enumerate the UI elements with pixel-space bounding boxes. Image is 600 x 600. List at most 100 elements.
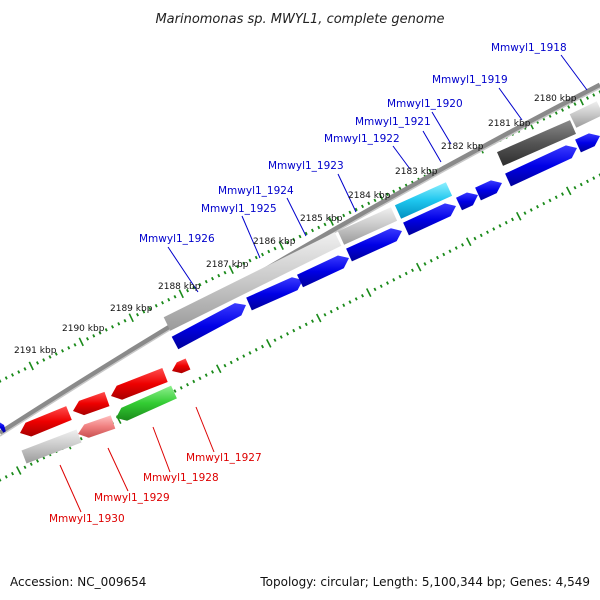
ruler-major-tick bbox=[128, 313, 134, 323]
ruler-minor-tick bbox=[29, 462, 33, 466]
ruler-minor-tick bbox=[286, 240, 289, 245]
feature-blue-1925 bbox=[246, 277, 303, 311]
gene-label-1929: Mmwyl1_1929 bbox=[94, 492, 170, 504]
ruler-minor-tick bbox=[236, 357, 239, 362]
ruler-minor-tick bbox=[336, 216, 339, 221]
ruler-minor-tick bbox=[198, 376, 202, 381]
ruler-minor-tick bbox=[392, 189, 396, 194]
topology-text: Topology: circular; Length: 5,100,344 bp… bbox=[259, 575, 590, 589]
ruler-minor-tick bbox=[254, 348, 258, 352]
ruler-major-tick bbox=[465, 237, 472, 247]
ruler-minor-tick bbox=[342, 303, 346, 307]
leader-1925 bbox=[241, 215, 261, 259]
leader-1926 bbox=[167, 246, 199, 293]
ruler-minor-tick bbox=[311, 228, 314, 233]
ruler-minor-tick bbox=[348, 300, 352, 304]
ruler-minor-tick bbox=[198, 282, 202, 287]
ruler-minor-tick bbox=[567, 105, 571, 109]
ruler-minor-tick bbox=[11, 471, 14, 476]
ruler-minor-tick bbox=[473, 236, 477, 241]
ruler-major-tick bbox=[215, 364, 222, 374]
ruler-minor-tick bbox=[36, 459, 39, 463]
gene-label-1930: Mmwyl1_1930 bbox=[49, 513, 125, 525]
ruler-minor-tick bbox=[136, 312, 139, 317]
ruler-minor-tick bbox=[448, 249, 452, 254]
ruler-minor-tick bbox=[542, 201, 546, 206]
ruler-minor-tick bbox=[504, 220, 508, 225]
ruler-minor-tick bbox=[0, 379, 2, 383]
ruler-minor-tick bbox=[248, 351, 252, 355]
ruler-minor-tick bbox=[592, 93, 596, 97]
ruler-minor-tick bbox=[279, 335, 283, 339]
ruler-minor-tick bbox=[354, 297, 358, 301]
ruler-major-tick bbox=[278, 241, 284, 250]
ruler-minor-tick bbox=[511, 217, 514, 222]
ruler-minor-tick bbox=[211, 370, 214, 374]
ruler-minor-tick bbox=[186, 382, 189, 387]
ruler-major-tick bbox=[565, 186, 572, 196]
feature-blue-1923 bbox=[346, 228, 402, 262]
ruler-minor-tick bbox=[204, 373, 208, 377]
leader-1924 bbox=[286, 197, 307, 237]
ruler-major-tick bbox=[228, 265, 234, 275]
ruler-minor-tick bbox=[298, 234, 302, 239]
ruler-minor-tick bbox=[548, 198, 552, 203]
ruler-minor-tick bbox=[267, 249, 271, 254]
ruler-minor-tick bbox=[498, 224, 502, 228]
ruler-minor-tick bbox=[461, 243, 464, 247]
tick-label: 2188 kbp bbox=[158, 282, 201, 292]
gene-label-1927: Mmwyl1_1927 bbox=[186, 452, 262, 464]
ruler-minor-tick bbox=[111, 325, 114, 329]
gene-features bbox=[0, 101, 600, 464]
ruler-major-tick bbox=[365, 288, 372, 297]
ruler-minor-tick bbox=[479, 233, 483, 238]
ruler-minor-tick bbox=[4, 376, 8, 380]
ruler-major-tick bbox=[15, 466, 22, 475]
ruler-minor-tick bbox=[379, 284, 383, 288]
feature-blue-1920 bbox=[475, 180, 502, 201]
ruler-minor-tick bbox=[292, 237, 296, 242]
ruler-minor-tick bbox=[286, 332, 289, 336]
gene-label-1926: Mmwyl1_1926 bbox=[139, 233, 215, 245]
feature-blue-1926 bbox=[171, 303, 246, 350]
ruler-minor-tick bbox=[261, 252, 264, 257]
ruler-minor-tick bbox=[217, 273, 221, 278]
ruler-minor-tick bbox=[329, 309, 333, 314]
tick-label: 2180 kbp bbox=[534, 94, 577, 104]
ruler-minor-tick bbox=[561, 108, 564, 112]
ruler-minor-tick bbox=[54, 352, 58, 356]
tick-label: 2189 kbp bbox=[110, 304, 153, 314]
ruler-minor-tick bbox=[554, 195, 558, 199]
feature-blue-1922 bbox=[403, 203, 456, 236]
ruler-minor-tick bbox=[48, 355, 52, 359]
ruler-minor-tick bbox=[261, 344, 264, 349]
ruler-minor-tick bbox=[554, 111, 558, 115]
tick-label: 2187 kbp bbox=[206, 260, 249, 270]
tick-label: 2191 kbp bbox=[14, 346, 57, 356]
ruler-minor-tick bbox=[229, 360, 233, 365]
gene-label-1923: Mmwyl1_1923 bbox=[268, 160, 344, 172]
ruler-minor-tick bbox=[23, 465, 27, 470]
ruler-minor-tick bbox=[104, 328, 108, 332]
ruler-minor-tick bbox=[586, 179, 589, 184]
tick-label: 2190 kbp bbox=[62, 324, 105, 334]
feature-red-1927 bbox=[172, 358, 191, 374]
leader-1928 bbox=[152, 426, 171, 473]
label-leaders bbox=[59, 54, 588, 513]
ruler-minor-tick bbox=[561, 192, 564, 196]
ruler-minor-tick bbox=[223, 270, 227, 275]
feature-green-1928 bbox=[116, 385, 177, 421]
feature-gray-1930 bbox=[21, 429, 82, 464]
ruler-minor-tick bbox=[92, 334, 96, 338]
ruler-minor-tick bbox=[373, 287, 377, 292]
ruler-minor-tick bbox=[211, 276, 214, 281]
ruler-minor-tick bbox=[398, 186, 402, 191]
leader-1919 bbox=[498, 87, 523, 121]
ruler-minor-tick bbox=[192, 379, 196, 384]
gene-label-1924: Mmwyl1_1924 bbox=[218, 185, 294, 197]
ruler-minor-tick bbox=[373, 198, 377, 203]
ruler-minor-tick bbox=[311, 319, 314, 323]
ruler-minor-tick bbox=[248, 258, 252, 263]
ruler-minor-tick bbox=[292, 328, 296, 333]
